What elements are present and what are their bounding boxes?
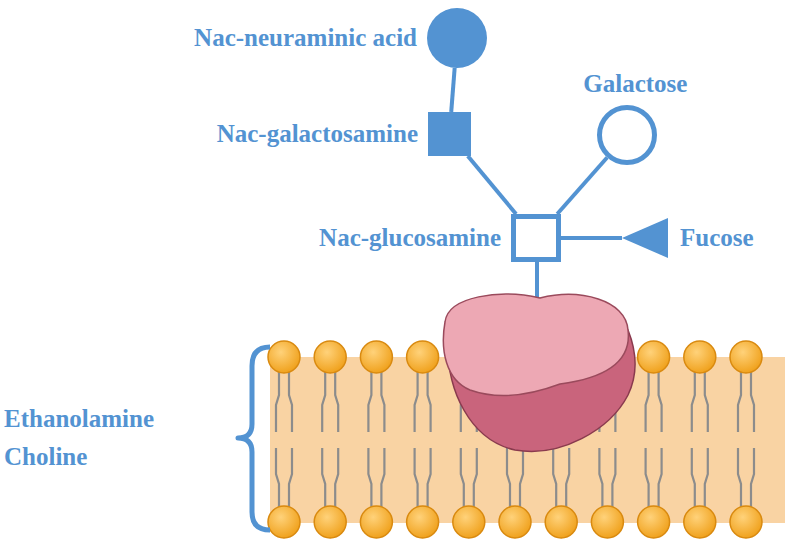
symbol-shape	[597, 105, 657, 165]
glycosidic-bond	[451, 68, 454, 112]
sugar-name: Fucose	[680, 224, 754, 252]
lipid-head-name: Choline	[4, 443, 87, 471]
anchor-line	[535, 262, 539, 300]
symbol-shape	[427, 8, 487, 68]
symbol-shape	[622, 218, 668, 258]
symbol-shape	[511, 214, 561, 262]
sugar-symbol: Nac-glucosamine	[511, 214, 561, 262]
sugar-name: Galactose	[583, 70, 687, 98]
sugar-name: Nac-neuraminic acid	[194, 24, 417, 52]
membrane-bracket	[238, 347, 270, 530]
lipid-head-name: Ethanolamine	[4, 405, 154, 433]
protein-front	[443, 294, 628, 395]
sugar-symbol: Nac-neuraminic acid	[427, 8, 487, 68]
sugar-symbol: Fucose	[622, 218, 668, 258]
glycosidic-bond	[561, 236, 622, 240]
sugar-name: Nac-glucosamine	[319, 224, 501, 252]
glycosidic-bond	[468, 156, 516, 214]
sugar-symbol: Galactose	[597, 105, 657, 165]
sugar-name: Nac-galactosamine	[217, 120, 418, 148]
glycosidic-bond	[557, 157, 607, 214]
sugar-symbol: Nac-galactosamine	[428, 112, 471, 156]
symbol-shape	[428, 112, 471, 156]
